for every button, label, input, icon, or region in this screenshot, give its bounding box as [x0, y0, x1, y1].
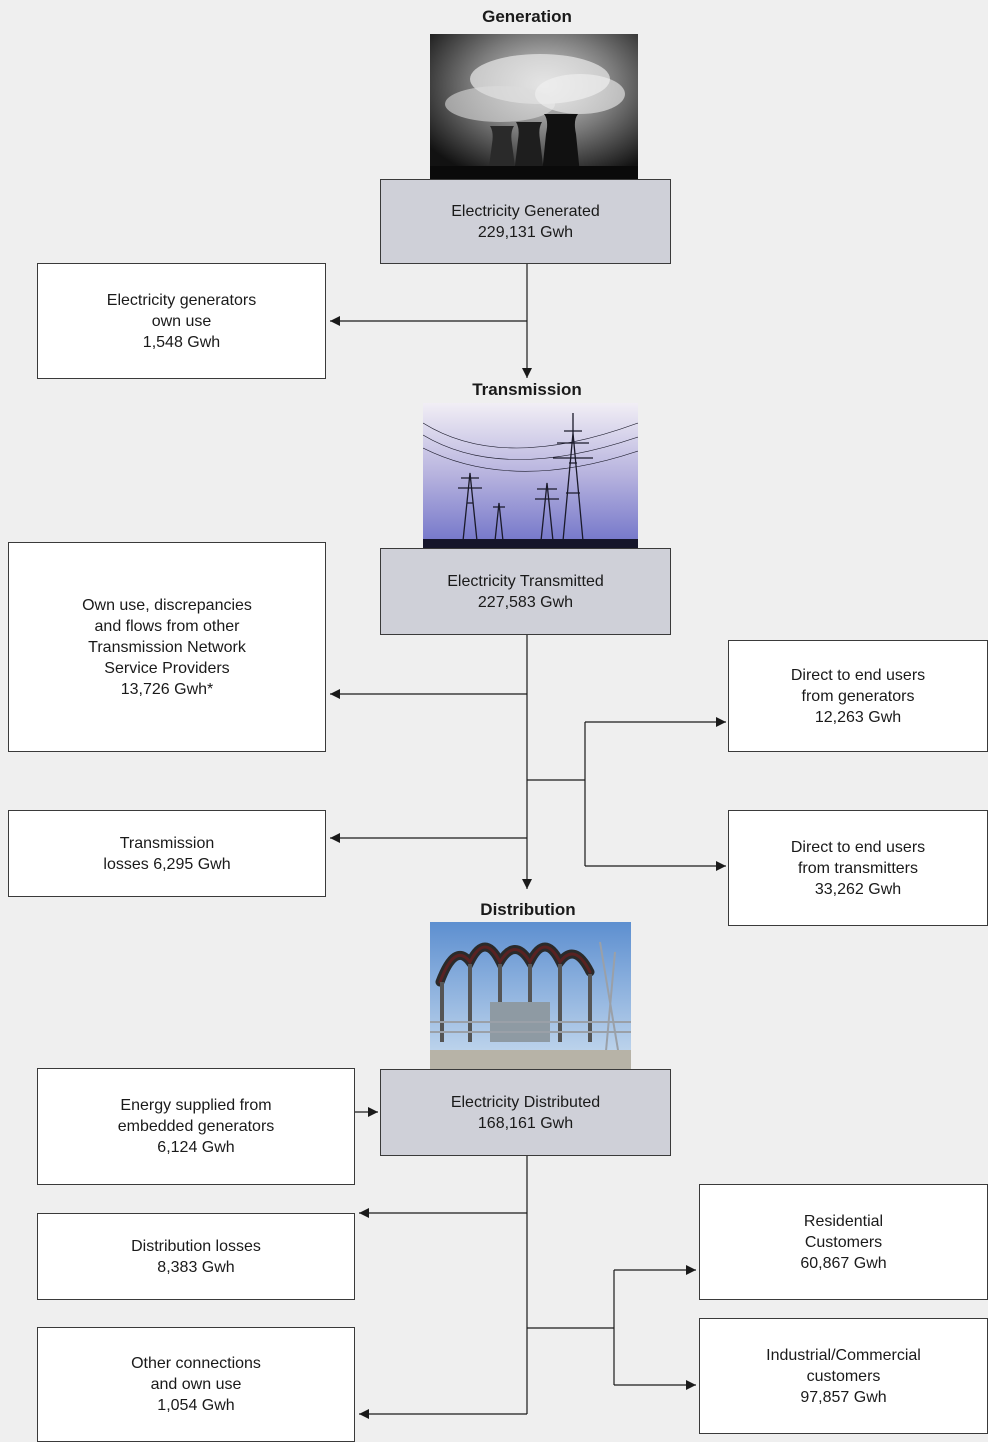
pylons-photo: [423, 403, 638, 548]
box-direct-from-generators: Direct to end users from generators 12,2…: [728, 640, 988, 752]
box-electricity-distributed: Electricity Distributed 168,161 Gwh: [380, 1069, 671, 1156]
stage-title-generation: Generation: [482, 7, 572, 26]
cooling-towers-photo: [430, 34, 638, 179]
stage-title-transmission: Transmission: [472, 380, 582, 399]
label-residential-customers: Residential Customers 60,867 Gwh: [800, 1212, 887, 1272]
box-generators-own-use: Electricity generators own use 1,548 Gwh: [37, 263, 326, 379]
label-generators-own-use: Electricity generators own use 1,548 Gwh: [106, 291, 257, 351]
label-electricity-transmitted: Electricity Transmitted 227,583 Gwh: [447, 572, 604, 611]
box-industrial-commercial: Industrial/Commercial customers 97,857 G…: [699, 1318, 988, 1434]
box-other-connections: Other connections and own use 1,054 Gwh: [37, 1327, 355, 1442]
label-direct-from-generators: Direct to end users from generators 12,2…: [790, 666, 926, 726]
substation-photo: [430, 922, 631, 1069]
label-embedded-generators: Energy supplied from embedded generators…: [117, 1097, 275, 1156]
box-embedded-generators: Energy supplied from embedded generators…: [37, 1068, 355, 1185]
box-direct-from-transmitters: Direct to end users from transmitters 33…: [728, 810, 988, 926]
label-distribution-losses: Distribution losses 8,383 Gwh: [131, 1237, 261, 1276]
label-electricity-generated: Electricity Generated 229,131 Gwh: [451, 202, 600, 241]
label-own-use-discrepancies: Own use, discrepancies and flows from ot…: [82, 596, 252, 698]
box-electricity-transmitted: Electricity Transmitted 227,583 Gwh: [380, 548, 671, 635]
box-electricity-generated: Electricity Generated 229,131 Gwh: [380, 179, 671, 264]
box-transmission-losses: Transmission losses 6,295 Gwh: [8, 810, 326, 897]
label-other-connections: Other connections and own use 1,054 Gwh: [131, 1355, 261, 1414]
box-own-use-discrepancies: Own use, discrepancies and flows from ot…: [8, 542, 326, 752]
box-residential-customers: Residential Customers 60,867 Gwh: [699, 1184, 988, 1300]
label-direct-from-transmitters: Direct to end users from transmitters 33…: [790, 838, 926, 898]
label-electricity-distributed: Electricity Distributed 168,161 Gwh: [450, 1093, 601, 1132]
stage-title-distribution: Distribution: [480, 900, 576, 919]
box-distribution-losses: Distribution losses 8,383 Gwh: [37, 1213, 355, 1300]
label-industrial-commercial: Industrial/Commercial customers 97,857 G…: [766, 1346, 921, 1406]
label-transmission-losses: Transmission losses 6,295 Gwh: [103, 834, 231, 873]
